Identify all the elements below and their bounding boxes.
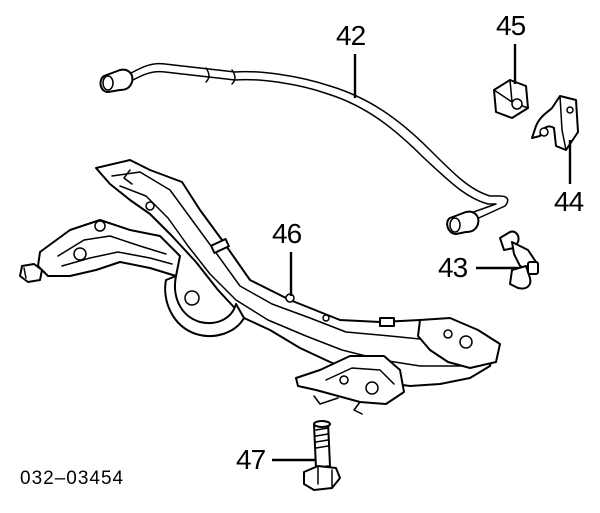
- bushing-holder-part-44: [531, 95, 579, 151]
- bolt-part-47: [303, 420, 341, 491]
- sub-frame-part-46: [19, 159, 501, 415]
- bushing-part-45: [493, 79, 529, 119]
- callout-44: 44: [554, 186, 584, 217]
- callout-43: 43: [438, 252, 468, 283]
- stabilizer-bar-part-42: [99, 62, 509, 235]
- callout-47: 47: [236, 444, 266, 475]
- stabilizer-link-part-43: [499, 230, 539, 290]
- diagram-code: 032–03454: [20, 468, 125, 489]
- callout-46: 46: [272, 218, 302, 249]
- callout-45: 45: [496, 10, 526, 41]
- callout-42: 42: [336, 20, 366, 51]
